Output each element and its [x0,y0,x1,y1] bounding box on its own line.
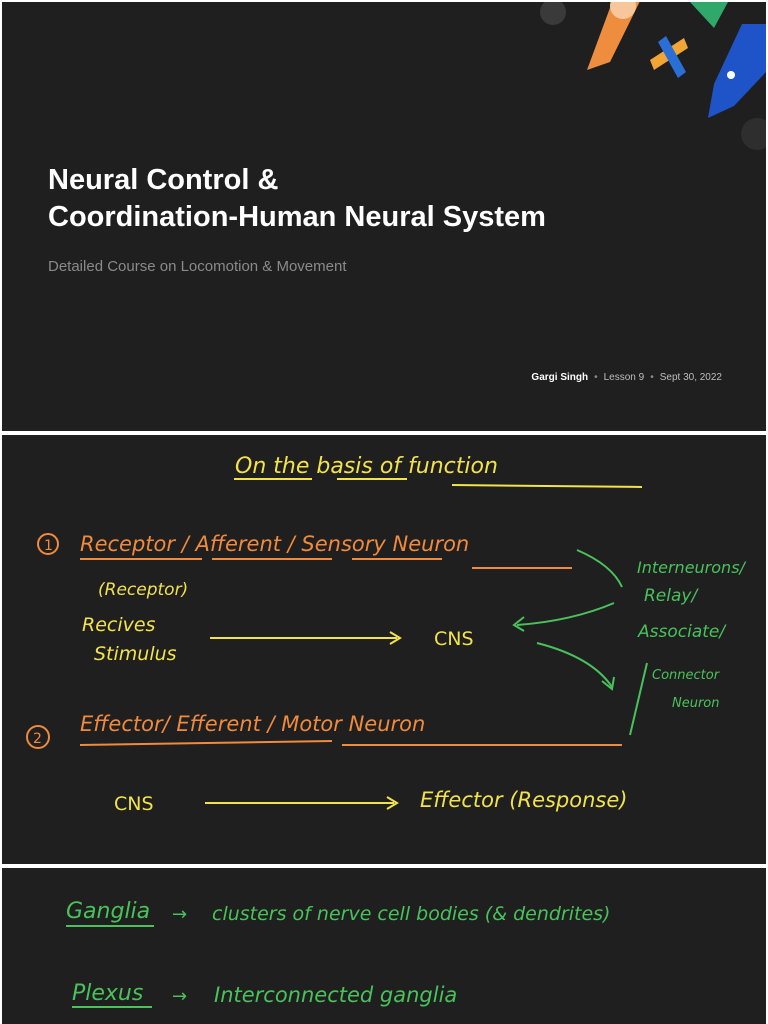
title-line-2: Coordination-Human Neural System [48,201,546,233]
item1-desc-1: Recives [82,614,156,636]
arrow-to-motor [536,642,613,688]
handwritten-notes: On the basis of function 1 Receptor / Af… [26,454,747,815]
interneuron-line-2: Relay/ [644,586,699,606]
underline [451,484,643,488]
handwritten-definitions: Ganglia → clusters of nerve cell bodies … [66,899,610,1008]
arrow-head [512,616,525,632]
divider-stroke [629,662,648,736]
arrow-to-cns [516,602,615,626]
interneuron-line-4: Connector [652,668,721,683]
slide-title: Neural Control & Coordination-Human Neur… [48,162,546,236]
cns-label-1: CNS [434,628,474,650]
interneuron-line-5: Neuron [672,696,720,711]
interneuron-line-3: Associate/ [637,622,727,642]
notes-slide-definitions: Ganglia → clusters of nerve cell bodies … [2,868,766,1024]
number-circle [37,533,59,555]
decor-pencil-orange [587,2,640,70]
item1-subtitle: (Receptor) [98,580,188,600]
item2-number: 2 [33,731,42,747]
lesson-number: Lesson 9 [603,372,645,383]
arrow-icon: → [172,904,187,925]
arrow-head [601,676,615,691]
def-plexus: Interconnected ganglia [214,983,457,1007]
cns-label-2: CNS [114,793,154,815]
arrow-head [386,796,399,810]
decor-dot [727,71,735,79]
author-name: Gargi Singh [531,372,589,383]
meta-separator: • [594,372,598,383]
decor-circle-light [610,2,636,19]
decor-leaf-green [690,2,728,28]
arrow-icon: → [172,986,187,1007]
notes-slide-function: On the basis of function 1 Receptor / Af… [2,435,766,864]
lesson-date: Sept 30, 2022 [659,372,722,383]
slide-subtitle: Detailed Course on Locomotion & Movement [48,258,347,275]
arrow-head [389,631,402,645]
effector-label: Effector (Response) [420,788,627,812]
item1-desc-2: Stimulus [94,643,177,665]
decor-circle [540,2,566,25]
decorative-graphics [540,2,766,150]
decor-bow-right [658,36,686,78]
heading-text: On the basis of function [235,454,498,479]
meta-separator: • [650,372,654,383]
number-circle [26,725,50,749]
lesson-meta: Gargi Singh • Lesson 9 • Sept 30, 2022 [531,372,722,383]
title-line-1: Neural Control & [48,164,279,196]
interneuron-line-1: Interneurons/ [637,558,747,577]
def-ganglia: clusters of nerve cell bodies (& dendrit… [212,903,610,925]
item1-number: 1 [44,538,53,554]
connector-curve [576,549,623,588]
term-plexus: Plexus [72,981,143,1006]
decor-pen-blue [708,24,766,118]
title-slide: Neural Control & Coordination-Human Neur… [2,2,766,431]
decor-circle [741,118,766,150]
term-ganglia: Ganglia [66,899,150,924]
item2-title: Effector/ Efferent / Motor Neuron [80,712,425,736]
underline [79,740,333,746]
item1-title: Receptor / Afferent / Sensory Neuron [80,532,469,556]
